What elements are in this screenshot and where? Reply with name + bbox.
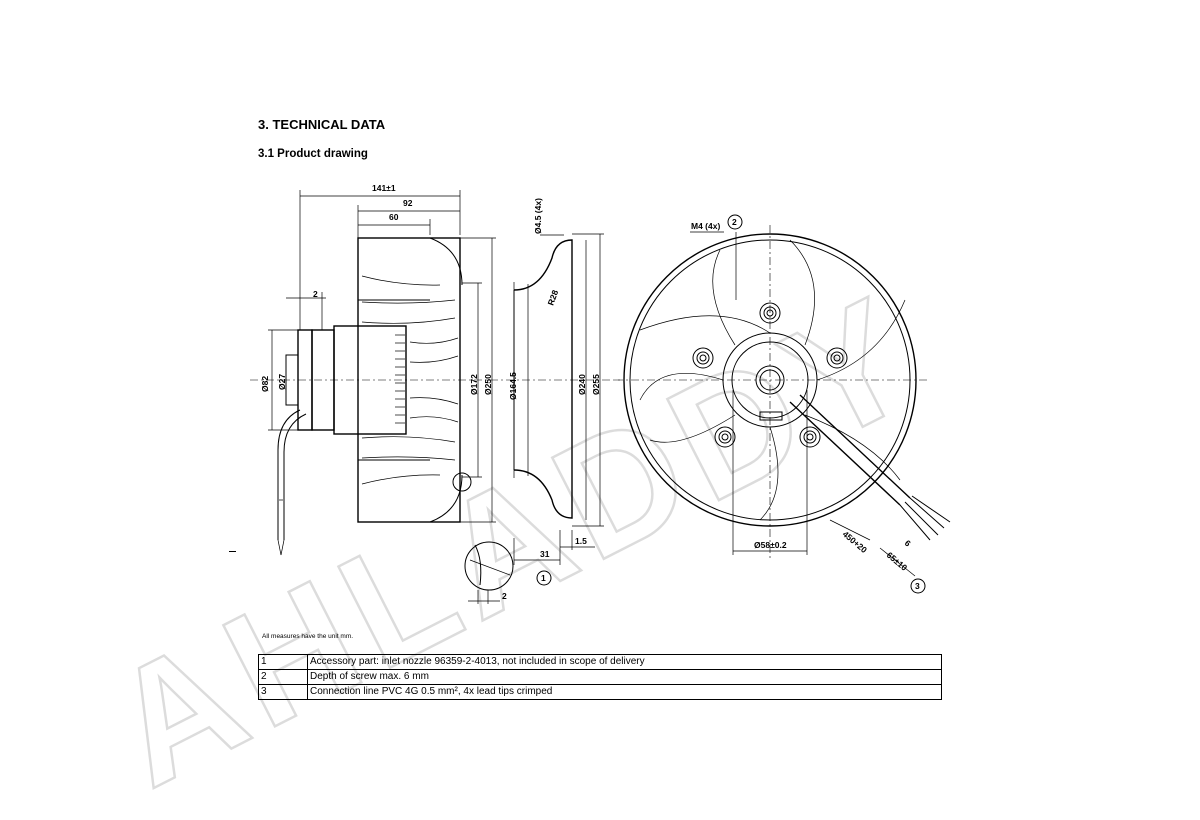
mounting-bosses <box>692 302 848 448</box>
units-note: All measures have the unit mm. <box>262 633 354 640</box>
impeller-blades <box>361 275 459 485</box>
section-title: 3. TECHNICAL DATA <box>258 117 386 132</box>
dim-overall-depth: 141±1 <box>372 183 396 193</box>
dim-depth-60: 60 <box>389 212 399 222</box>
dim-offset-2: 2 <box>313 289 318 299</box>
callout-3: 3 <box>915 581 920 591</box>
dim-dia-250: Ø250 <box>483 374 493 395</box>
dim-thread: M4 (4x) <box>691 221 720 231</box>
note-number: 1 <box>258 654 308 670</box>
dim-depth-31: 31 <box>540 549 550 559</box>
callout-2: 2 <box>732 217 737 227</box>
dim-dia-255: Ø255 <box>591 374 601 395</box>
dim-dia-172: Ø172 <box>469 374 479 395</box>
dim-tip-length: 65±10 <box>885 550 910 573</box>
front-blades <box>639 239 906 521</box>
svg-text:AHLADDY: AHLADDY <box>82 259 947 820</box>
front-view: M4 (4x) 2 Ø58±0.2 450+20 6 65±10 3 <box>615 214 951 594</box>
margin-mark <box>229 551 236 552</box>
dim-hub-dia: Ø58±0.2 <box>754 540 787 550</box>
dim-depth-92: 92 <box>403 198 413 208</box>
note-number: 3 <box>258 684 308 700</box>
note-text: Depth of screw max. 6 mm <box>307 669 942 685</box>
table-row: 1 Accessory part: inlet nozzle 96359-2-4… <box>258 654 942 670</box>
side-view: 141±1 92 60 2 Ø82 Ø27 <box>250 183 620 556</box>
table-row: 2 Depth of screw max. 6 mm <box>258 669 942 685</box>
table-row: 3 Connection line PVC 4G 0.5 mm², 4x lea… <box>258 684 942 700</box>
dim-dia-82: Ø82 <box>260 376 270 392</box>
nozzle-section: Ø4.5 (4x) R28 Ø164.5 Ø240 Ø255 31 1.5 1 <box>508 198 604 586</box>
note-number: 2 <box>258 669 308 685</box>
notes-table: 1 Accessory part: inlet nozzle 96359-2-4… <box>258 654 942 700</box>
subsection-title: 3.1 Product drawing <box>258 148 368 160</box>
dim-radius: R28 <box>545 288 560 306</box>
note-text: Connection line PVC 4G 0.5 mm², 4x lead … <box>307 684 942 700</box>
dim-thickness: 1.5 <box>575 536 587 546</box>
detail-view: 2 <box>452 472 514 604</box>
motor-fins <box>395 334 405 424</box>
dim-hole: Ø4.5 (4x) <box>533 198 543 234</box>
dim-strip-length: 6 <box>903 538 913 549</box>
dim-dia-27: Ø27 <box>277 374 287 390</box>
dim-dia-164: Ø164.5 <box>508 372 518 400</box>
callout-1: 1 <box>541 573 546 583</box>
dim-detail-gap: 2 <box>502 591 507 601</box>
dim-dia-240: Ø240 <box>577 374 587 395</box>
note-text: Accessory part: inlet nozzle 96359-2-401… <box>307 654 942 670</box>
watermark: AHLADDY <box>81 258 948 820</box>
